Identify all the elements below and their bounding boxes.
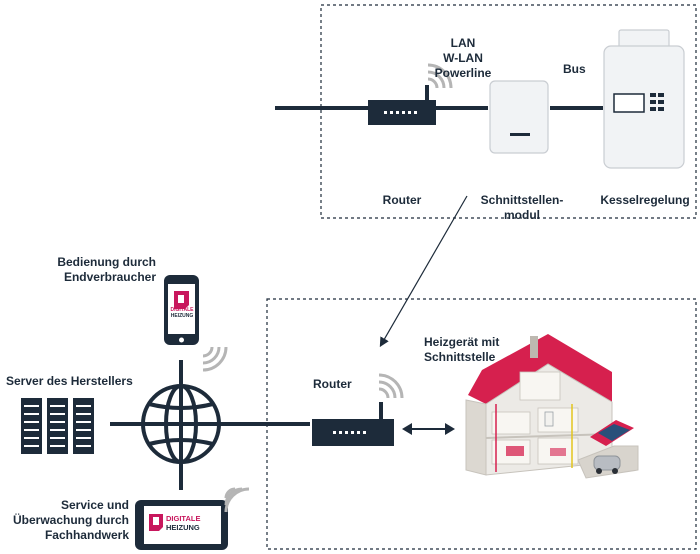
tablet-icon <box>135 500 228 550</box>
top-router-icon <box>368 85 436 125</box>
connection-arrow <box>379 195 468 348</box>
service-label-line1: Service und <box>60 498 129 512</box>
interface-module-label-line1: Schnittstellen- <box>480 193 564 207</box>
bidirectional-arrow <box>402 423 455 435</box>
heater-label-line1: Heizgerät mit <box>424 335 500 349</box>
tablet-logo: DIGITALE HEIZUNG <box>166 514 218 532</box>
heater-label: Heizgerät mit Schnittstelle <box>424 335 499 365</box>
bottom-router-icon <box>312 402 394 446</box>
phone-wifi-icon <box>202 346 228 372</box>
server-icon <box>21 398 94 454</box>
top-router-label: Router <box>382 193 422 207</box>
tablet-logo-line1: DIGITALE <box>166 514 201 523</box>
interface-module-label: Schnittstellen- modul <box>474 193 570 223</box>
interface-module-icon <box>489 80 549 154</box>
bottom-router-wifi-icon <box>378 373 404 399</box>
heater-label-line2: Schnittstelle <box>424 350 496 364</box>
smartphone-icon <box>164 275 199 345</box>
boiler-control-icon <box>603 29 685 169</box>
connection-type-wlan: W-LAN <box>443 51 483 65</box>
phone-logo-line2: HEIZUNG <box>170 313 194 319</box>
phone-logo: DIGITALE HEIZUNG <box>164 307 200 319</box>
enduser-label: Bedienung durch Endverbraucher <box>30 255 156 285</box>
service-label-line3: Fachhandwerk <box>44 528 129 542</box>
service-label-line2: Überwachung durch <box>12 513 129 527</box>
tablet-wifi-icon <box>224 487 250 513</box>
tablet-logo-line2: HEIZUNG <box>166 523 200 532</box>
enduser-label-line1: Bedienung durch <box>57 255 156 269</box>
interface-module-label-line2: modul <box>504 208 540 222</box>
top-panel-border <box>320 4 697 219</box>
service-label: Service und Überwachung durch Fachhandwe… <box>4 498 129 543</box>
house-illustration <box>465 334 639 479</box>
boiler-control-label: Kesselregelung <box>600 193 690 207</box>
bus-label: Bus <box>563 62 586 76</box>
enduser-label-line2: Endverbraucher <box>63 270 156 284</box>
bottom-router-label: Router <box>313 377 352 391</box>
connection-types-label: LAN W-LAN Powerline <box>428 36 498 81</box>
top-router-wifi-icon <box>427 63 453 89</box>
connection-type-lan: LAN <box>450 36 476 50</box>
internet-globe-icon <box>141 384 221 464</box>
server-label: Server des Herstellers <box>6 374 133 388</box>
connection-type-powerline: Powerline <box>434 66 492 80</box>
phone-logo-line1: DIGITALE <box>170 307 194 313</box>
